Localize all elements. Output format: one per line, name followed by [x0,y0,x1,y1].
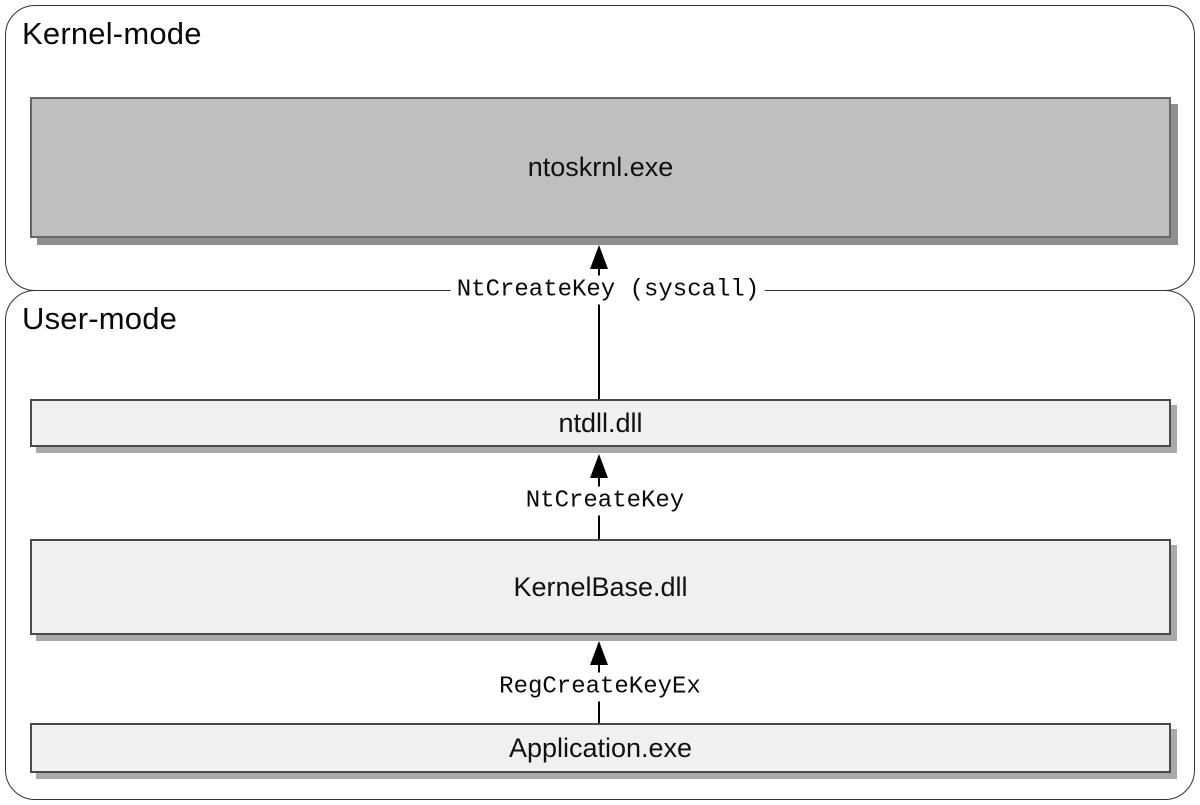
arrowhead-up-icon [590,641,608,665]
box-ntoskrnl-label: ntoskrnl.exe [527,152,674,182]
arrow-label-syscall: NtCreateKey (syscall) [450,275,766,305]
box-application-exe: Application.exe [30,723,1171,773]
box-ntdll-label: ntdll.dll [558,407,643,438]
arrowhead-up-icon [590,245,608,269]
kernel-mode-label: Kernel-mode [22,16,202,51]
box-kernelbase-dll: KernelBase.dll [30,539,1171,635]
box-kernelbase-label: KernelBase.dll [513,571,688,602]
user-mode-label: User-mode [22,301,178,336]
box-ntoskrnl-exe: ntoskrnl.exe [30,97,1171,238]
arrow-label-ntcreatekey: NtCreateKey [519,486,691,516]
box-ntdll-dll: ntdll.dll [30,399,1171,447]
box-application-label: Application.exe [508,732,693,763]
arrow-line-syscall [598,268,600,399]
arrow-label-regcreatekeyex: RegCreateKeyEx [493,672,707,702]
arrowhead-up-icon [590,454,608,478]
